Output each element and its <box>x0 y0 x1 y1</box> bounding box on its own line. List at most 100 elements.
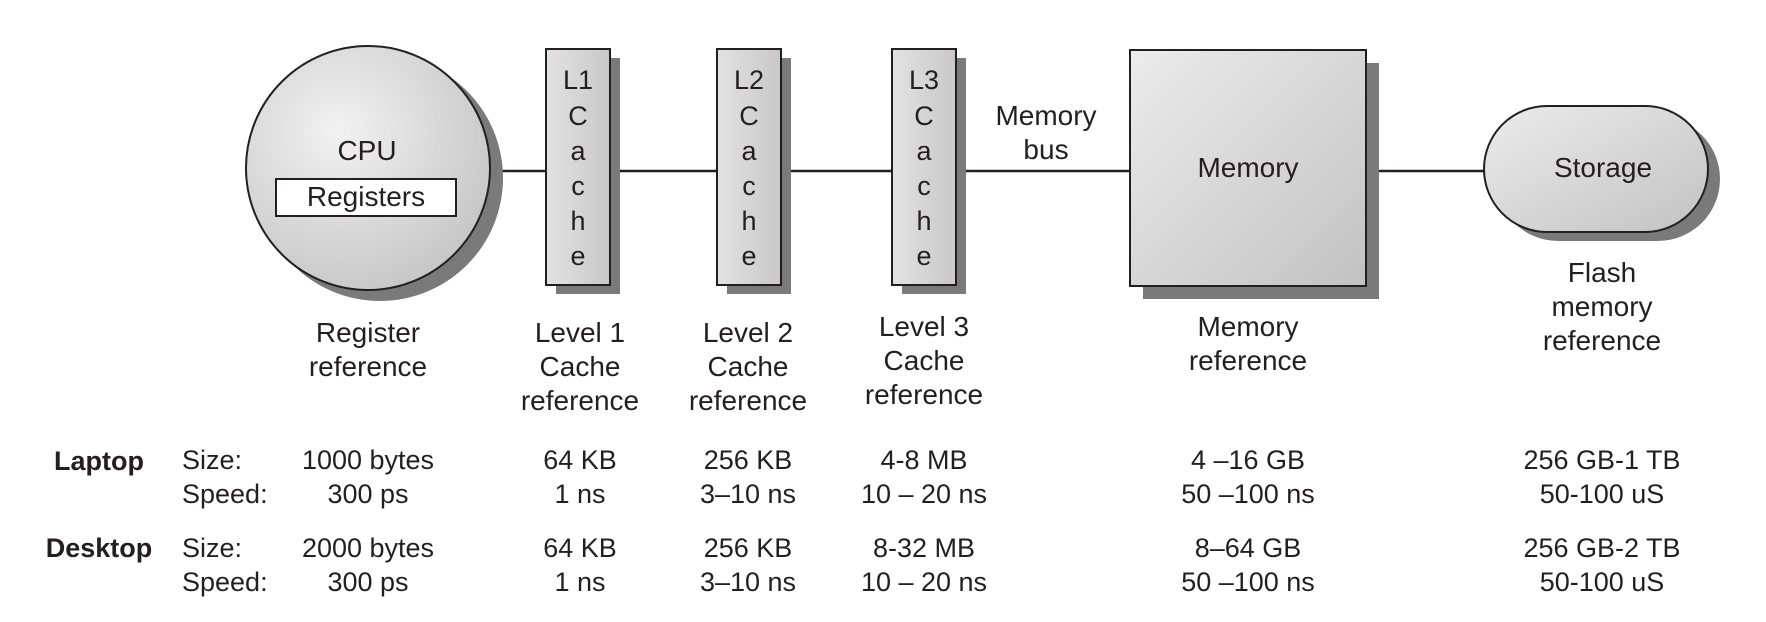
memory-box <box>1129 49 1367 287</box>
l2-cache-box <box>716 48 782 286</box>
caption-memory-line-2: reference <box>1189 345 1307 376</box>
desktop-speed-registers: 300 ps <box>327 567 408 597</box>
caption-l2-line-1: Level 2 <box>703 317 793 348</box>
desktop-speed-memory: 50 –100 ns <box>1181 567 1315 597</box>
caption-level-1: Level 1 Cache reference <box>521 317 639 416</box>
cpu-node: CPU Registers <box>245 45 503 301</box>
l2-letter-1: L2 <box>734 65 764 95</box>
cpu-circle <box>245 45 491 291</box>
desktop-size-l3: 8-32 MB <box>873 533 975 563</box>
l3-letter-1: L3 <box>909 65 939 95</box>
l1-cache-box <box>545 48 611 286</box>
captions: Register reference Level 1 Cache referen… <box>309 257 1661 416</box>
caption-storage-line-3: reference <box>1543 325 1661 356</box>
laptop-speed-label: Speed: <box>182 479 268 509</box>
l2-letter-5: h <box>741 206 756 236</box>
cpu-label: CPU <box>337 135 396 166</box>
l1-letter-1: L1 <box>563 65 593 95</box>
memory-label: Memory <box>1197 152 1298 183</box>
laptop-size-memory: 4 –16 GB <box>1191 445 1305 475</box>
l1-letter-3: a <box>570 136 586 166</box>
l3-letter-3: a <box>916 136 932 166</box>
memory-bus-line-2: bus <box>1023 134 1068 165</box>
caption-l1-line-2: Cache <box>540 351 621 382</box>
caption-memory: Memory reference <box>1189 311 1307 376</box>
desktop-speed-storage: 50-100 uS <box>1540 567 1665 597</box>
laptop-speed-registers: 300 ps <box>327 479 408 509</box>
l2-cache-letters: L2 C a c h e <box>734 65 764 271</box>
desktop-size-label: Size: <box>182 533 242 563</box>
memory-bus-label: Memory bus <box>995 100 1096 165</box>
laptop-speed-l2: 3–10 ns <box>700 479 796 509</box>
caption-register-line-1: Register <box>316 317 420 348</box>
storage-label: Storage <box>1554 152 1652 183</box>
laptop-size-l1: 64 KB <box>543 445 617 475</box>
desktop-row: Desktop Size: Speed: 2000 bytes 64 KB 25… <box>46 533 1681 597</box>
l2-letter-6: e <box>741 241 756 271</box>
l3-letter-6: e <box>916 241 931 271</box>
l1-cache-letters: L1 C a c h e <box>563 65 593 271</box>
memory-bus-line-1: Memory <box>995 100 1096 131</box>
laptop-size-storage: 256 GB-1 TB <box>1523 445 1680 475</box>
caption-level-2: Level 2 Cache reference <box>689 317 807 416</box>
laptop-row-label: Laptop <box>54 446 144 476</box>
spec-table: Laptop Size: Speed: 1000 bytes 64 KB 256… <box>46 445 1681 597</box>
desktop-values: 2000 bytes 64 KB 256 KB 8-32 MB 8–64 GB … <box>302 533 1681 597</box>
laptop-speed-l3: 10 – 20 ns <box>861 479 987 509</box>
l3-cache-letters: L3 C a c h e <box>909 65 939 271</box>
caption-l1-line-3: reference <box>521 385 639 416</box>
l2-letter-4: c <box>742 171 756 201</box>
laptop-speed-memory: 50 –100 ns <box>1181 479 1315 509</box>
l2-cache-node: L2 C a c h e <box>716 48 791 294</box>
caption-l2-line-2: Cache <box>708 351 789 382</box>
caption-l3-line-1: Level 3 <box>879 311 969 342</box>
l3-cache-node: L3 C a c h e <box>891 48 966 294</box>
l3-letter-2: C <box>914 101 934 131</box>
caption-register-line-2: reference <box>309 351 427 382</box>
laptop-speed-storage: 50-100 uS <box>1540 479 1665 509</box>
l3-cache-box <box>891 48 957 286</box>
laptop-speed-l1: 1 ns <box>554 479 605 509</box>
desktop-speed-l1: 1 ns <box>554 567 605 597</box>
desktop-speed-label: Speed: <box>182 567 268 597</box>
caption-storage-line-2: memory <box>1551 291 1652 322</box>
desktop-size-storage: 256 GB-2 TB <box>1523 533 1680 563</box>
desktop-size-registers: 2000 bytes <box>302 533 434 563</box>
caption-storage-line-1: Flash <box>1568 257 1636 288</box>
laptop-size-l3: 4-8 MB <box>880 445 967 475</box>
l2-letter-2: C <box>739 101 759 131</box>
desktop-speed-l3: 10 – 20 ns <box>861 567 987 597</box>
l1-cache-node: L1 C a c h e <box>545 48 620 294</box>
laptop-values: 1000 bytes 64 KB 256 KB 4-8 MB 4 –16 GB … <box>302 445 1681 509</box>
l1-letter-5: h <box>570 206 585 236</box>
caption-level-3: Level 3 Cache reference <box>865 311 983 410</box>
laptop-row: Laptop Size: Speed: 1000 bytes 64 KB 256… <box>54 445 1681 509</box>
desktop-size-memory: 8–64 GB <box>1195 533 1302 563</box>
storage-node: Storage <box>1483 105 1720 241</box>
caption-storage: Flash memory reference <box>1543 257 1661 356</box>
desktop-size-l2: 256 KB <box>704 533 793 563</box>
caption-l1-line-1: Level 1 <box>535 317 625 348</box>
laptop-size-l2: 256 KB <box>704 445 793 475</box>
l1-letter-2: C <box>568 101 588 131</box>
memory-node: Memory <box>1129 49 1379 299</box>
caption-memory-line-1: Memory <box>1197 311 1298 342</box>
caption-l2-line-3: reference <box>689 385 807 416</box>
laptop-size-label: Size: <box>182 445 242 475</box>
l1-letter-4: c <box>571 171 585 201</box>
storage-capsule <box>1483 105 1709 233</box>
l3-letter-5: h <box>916 206 931 236</box>
caption-l3-line-3: reference <box>865 379 983 410</box>
l3-letter-4: c <box>917 171 931 201</box>
l1-letter-6: e <box>570 241 585 271</box>
registers-label: Registers <box>307 181 425 212</box>
laptop-size-registers: 1000 bytes <box>302 445 434 475</box>
caption-l3-line-2: Cache <box>884 345 965 376</box>
desktop-row-label: Desktop <box>46 533 153 563</box>
registers-box <box>275 178 457 217</box>
l2-letter-3: a <box>741 136 757 166</box>
desktop-speed-l2: 3–10 ns <box>700 567 796 597</box>
desktop-size-l1: 64 KB <box>543 533 617 563</box>
caption-register: Register reference <box>309 317 427 382</box>
